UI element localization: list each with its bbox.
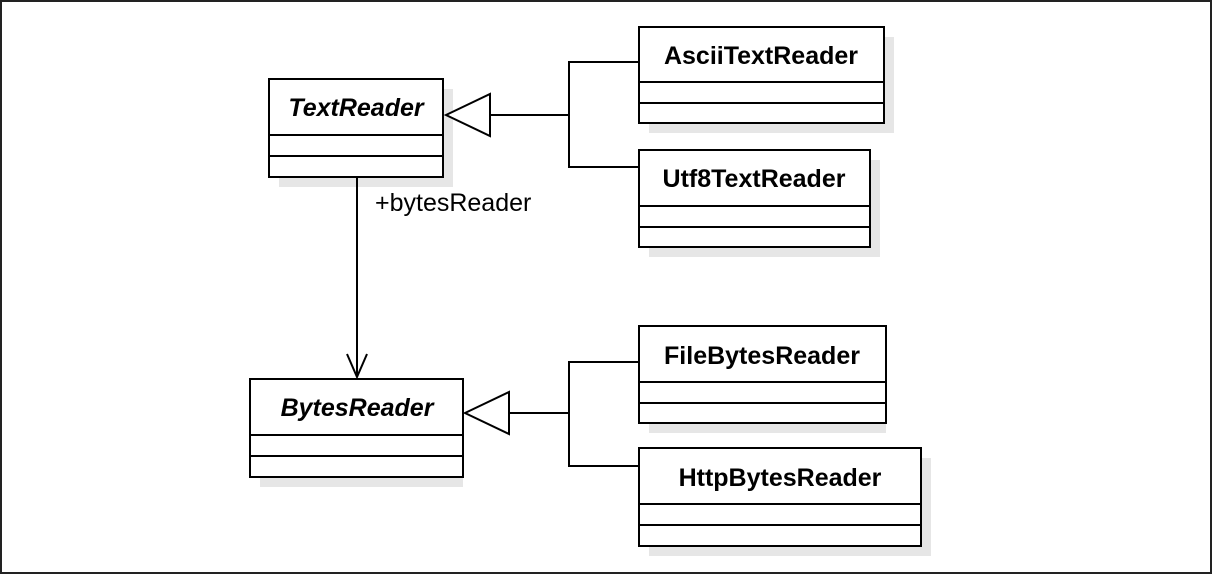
inheritance-arrowhead [443, 92, 491, 138]
class-name: Utf8TextReader [663, 165, 846, 193]
association-bytes-reader[interactable]: +bytesReader [346, 177, 531, 380]
class-name: TextReader [288, 94, 425, 122]
class-name: FileBytesReader [664, 342, 860, 370]
class-name: AsciiTextReader [664, 42, 858, 70]
class-file-bytes-reader[interactable]: FileBytesReader [638, 325, 887, 433]
class-text-reader[interactable]: TextReader [268, 78, 453, 187]
generalization-http-to-bytes-reader[interactable] [568, 413, 639, 467]
class-box [249, 378, 464, 478]
class-box [638, 149, 871, 248]
generalization-ascii-to-text-reader[interactable] [568, 61, 639, 115]
class-bytes-reader[interactable]: BytesReader [249, 378, 464, 487]
class-name: BytesReader [281, 394, 435, 422]
inheritance-line [568, 413, 639, 467]
inheritance-line [568, 61, 639, 115]
class-box [268, 78, 444, 178]
generalization-file-to-bytes-reader[interactable] [568, 361, 639, 413]
class-box [638, 325, 887, 424]
class-utf8-text-reader[interactable]: Utf8TextReader [638, 149, 880, 257]
class-ascii-text-reader[interactable]: AsciiTextReader [638, 26, 894, 133]
class-http-bytes-reader[interactable]: HttpBytesReader [638, 447, 931, 556]
inheritance-arrowhead [462, 390, 510, 436]
navigability-arrowhead [346, 353, 368, 380]
inheritance-line [568, 361, 639, 413]
association-role-label: +bytesReader [375, 189, 531, 217]
class-box [638, 447, 922, 547]
class-box [638, 26, 885, 124]
inheritance-line [568, 115, 639, 168]
generalization-utf8-to-text-reader[interactable] [568, 115, 639, 168]
class-name: HttpBytesReader [679, 464, 882, 492]
